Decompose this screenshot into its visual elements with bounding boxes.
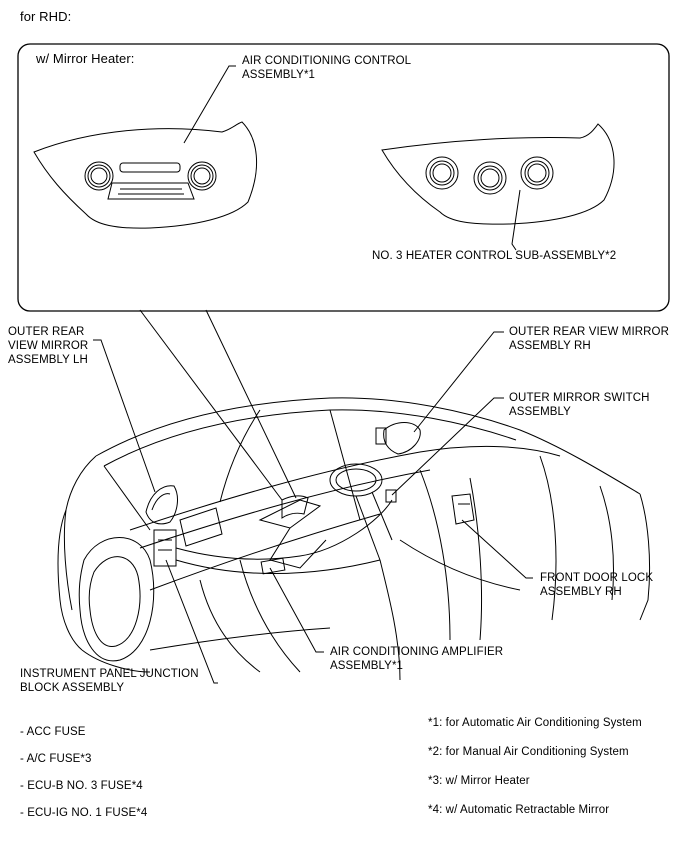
callout-outer-rear-view-mirror-lh: OUTER REAR VIEW MIRROR ASSEMBLY LH: [8, 326, 89, 366]
callout-ac-control-assembly: AIR CONDITIONING CONTROL ASSEMBLY*1: [242, 55, 412, 81]
fuse-item: - ECU-IG NO. 1 FUSE*4: [20, 807, 148, 819]
footnote: *1: for Automatic Air Conditioning Syste…: [428, 717, 642, 729]
callout-ac-amplifier: AIR CONDITIONING AMPLIFIER ASSEMBLY*1: [330, 646, 504, 672]
leader-lines: [93, 65, 533, 684]
inset-box: [17, 43, 670, 312]
ac-control-panel-drawing: [33, 121, 258, 229]
page-title: for RHD:: [20, 9, 72, 24]
footnote: *3: w/ Mirror Heater: [428, 775, 530, 787]
heater-control-panel-drawing: [381, 123, 615, 225]
footnote: *4: w/ Automatic Retractable Mirror: [428, 804, 610, 816]
callout-outer-mirror-switch: OUTER MIRROR SWITCH ASSEMBLY: [509, 392, 650, 418]
inset-title: w/ Mirror Heater:: [36, 51, 135, 66]
footnote: *2: for Manual Air Conditioning System: [428, 746, 629, 758]
fuse-item: - ECU-B NO. 3 FUSE*4: [20, 780, 143, 792]
callout-junction-block: INSTRUMENT PANEL JUNCTION BLOCK ASSEMBLY: [20, 668, 199, 694]
callout-outer-rear-view-mirror-rh: OUTER REAR VIEW MIRROR ASSEMBLY RH: [509, 326, 670, 352]
callout-front-door-lock-rh: FRONT DOOR LOCK ASSEMBLY RH: [540, 572, 654, 598]
fuse-item: - A/C FUSE*3: [20, 753, 92, 765]
callout-heater-control-sub-assembly: NO. 3 HEATER CONTROL SUB-ASSEMBLY*2: [372, 250, 617, 262]
vehicle-outline: [57, 397, 651, 681]
fuse-item: - ACC FUSE: [20, 726, 86, 738]
